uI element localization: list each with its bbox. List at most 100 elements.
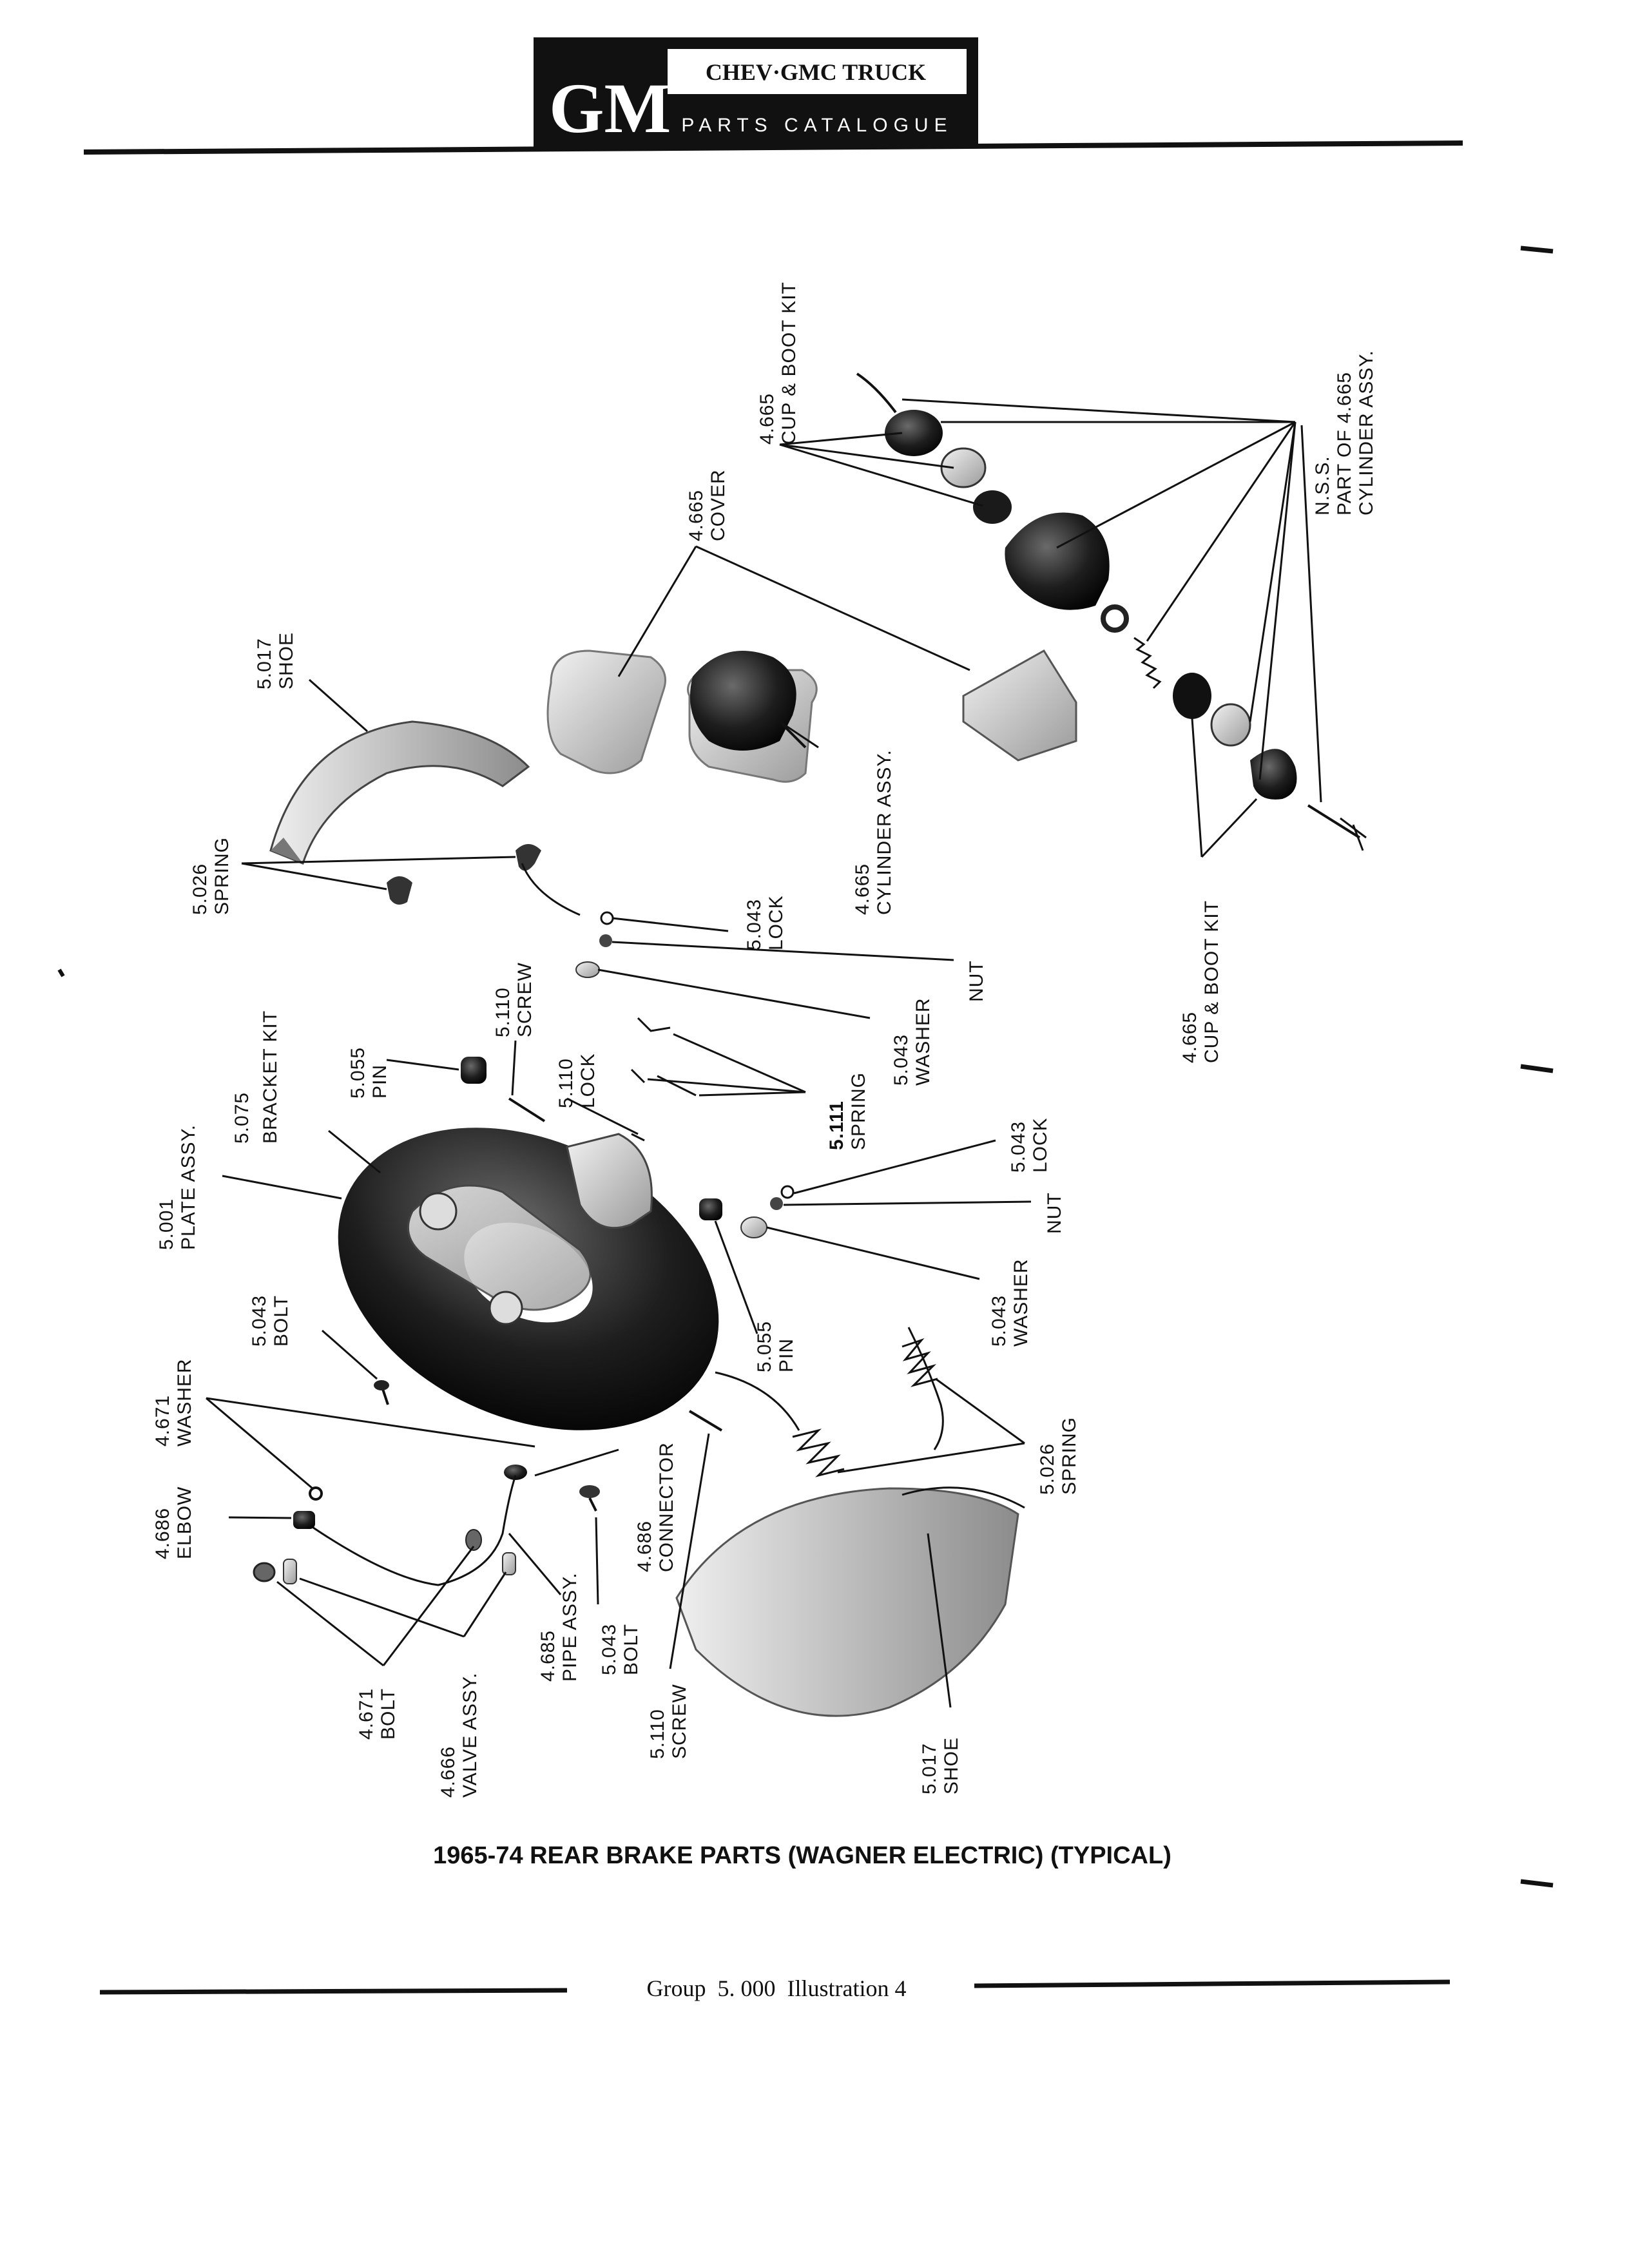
push-rod [1307,804,1361,839]
plate-boss-upper [566,1133,653,1229]
spring-bottom-hook [715,1371,800,1431]
svg-text:SHOE: SHOE [941,1737,962,1794]
label-screw-bottom: 5.110 SCREW [647,1684,690,1759]
svg-text:4.665: 4.665 [1179,1012,1200,1063]
page-footer: Group 5. 000 Illustration 4 [99,1975,1451,2001]
svg-text:5.043: 5.043 [988,1295,1010,1347]
spring-top-upper [516,844,541,871]
shoe-top-group [269,720,581,916]
svg-text:PART OF 4.665: PART OF 4.665 [1334,372,1355,515]
bleeder-rod [856,372,897,414]
label-pipe: 4.685 PIPE ASSY. [537,1572,581,1682]
label-valve: 4.666 VALVE ASSY. [438,1673,481,1798]
shoe-bottom-rim [901,1486,1025,1509]
bolt-043-head [374,1380,389,1390]
svg-text:SPRING: SPRING [848,1072,869,1150]
label-cover: 4.665 COVER [686,469,729,541]
label-washer-top: 5.043 WASHER [891,997,934,1086]
svg-text:4.685: 4.685 [537,1630,559,1682]
svg-text:5.026: 5.026 [1037,1443,1058,1495]
boot-bottom [1250,749,1297,800]
shoe-top-tip [271,838,303,863]
svg-text:CONNECTOR: CONNECTOR [656,1442,677,1572]
svg-text:5.110: 5.110 [647,1709,668,1759]
svg-text:LOCK: LOCK [766,895,787,950]
label-cup-boot-right: 4.665 CUP & BOOT KIT [1179,900,1222,1063]
spring-bottom-right-coil [901,1338,938,1387]
svg-text:5.001: 5.001 [156,1198,177,1250]
bolt-mid-part [579,1485,600,1498]
header-rule [83,140,1463,155]
gm-logo: GM [549,69,671,148]
label-bolt-671: 4.671 BOLT [356,1688,399,1740]
screw-top-part [508,1097,546,1122]
svg-text:BOLT: BOLT [271,1295,292,1347]
spring-111-b [630,1068,646,1084]
label-nss: N.S.S. PART OF 4.665 CYLINDER ASSY. [1312,350,1377,515]
svg-text:LOCK: LOCK [577,1053,599,1108]
header-title-panel [668,49,967,94]
svg-text:4.665: 4.665 [686,490,707,541]
spring-111-a [637,1017,671,1032]
svg-text:4.671: 4.671 [356,1688,377,1740]
cylinder-body-exploded [1005,512,1110,610]
spring-top-lower [387,876,412,905]
svg-text:4.686: 4.686 [634,1521,655,1572]
spring-top-hook [521,863,581,916]
svg-text:4.671: 4.671 [152,1395,173,1446]
label-spring-bottom: 5.026 SPRING [1037,1417,1080,1495]
label-spring-top: 5.026 SPRING [189,837,233,915]
label-bolt-043: 5.043 BOLT [249,1295,292,1347]
pipe-fitting [504,1465,527,1480]
part-labels: 4.665 CUP & BOOT KIT N.S.S. PART OF 4.66… [152,282,1377,1798]
svg-text:SCREW: SCREW [514,962,535,1037]
cup-top [973,490,1012,524]
svg-text:VALVE ASSY.: VALVE ASSY. [459,1673,481,1798]
label-washer-671: 4.671 WASHER [152,1358,195,1446]
svg-text:PLATE ASSY.: PLATE ASSY. [178,1124,199,1250]
cover-part [546,649,666,774]
label-screw-top: 5.110 SCREW [492,962,535,1037]
label-spring-111: 5.111 SPRING [826,1072,869,1150]
boot-top-1 [885,410,943,456]
footer-rule-left [99,1988,568,1995]
elbow-part [293,1511,315,1529]
backing-plate-group [338,1128,719,1430]
svg-text:N.S.S.: N.S.S. [1312,456,1333,515]
svg-text:COVER: COVER [708,469,729,541]
label-shoe-top: 5.017 SHOE [254,632,297,689]
label-lock-right: 5.043 LOCK [1008,1117,1051,1173]
svg-text:SCREW: SCREW [669,1684,690,1759]
leader-lines [206,398,1322,1708]
svg-text:SPRING: SPRING [1059,1417,1080,1495]
svg-text:5.043: 5.043 [744,899,765,950]
svg-text:CUP & BOOT KIT: CUP & BOOT KIT [778,282,800,445]
valve-part-3 [502,1552,516,1575]
label-cup-boot-top: 4.665 CUP & BOOT KIT [757,282,800,445]
svg-text:SPRING: SPRING [211,837,233,915]
spring-bottom-right [907,1327,944,1450]
valve-part-1 [283,1559,297,1584]
svg-text:NUT: NUT [966,960,987,1002]
footer-rule-right [974,1979,1451,1988]
illustration-caption: 1965-74 REAR BRAKE PARTS (WAGNER ELECTRI… [433,1842,1171,1869]
svg-text:4.666: 4.666 [438,1746,459,1798]
washer-671-part [309,1486,323,1501]
margin-marks [57,245,1554,1888]
cylinder-nipple [778,720,807,749]
footer-text: Group 5. 000 Illustration 4 [647,1975,907,2001]
lock-right-part [780,1185,795,1199]
svg-text:5.043: 5.043 [891,1034,912,1086]
cylinder-spring [1133,637,1162,689]
svg-text:5.055: 5.055 [754,1321,775,1372]
label-bolt-mid: 5.043 BOLT [599,1624,642,1675]
piston-bottom [1210,703,1251,747]
piston-top [940,447,987,488]
nut-top-part [599,934,612,947]
pin-mid-part [699,1198,722,1220]
valve-part-2 [465,1529,482,1551]
svg-text:5.110: 5.110 [555,1058,577,1108]
svg-text:5.043: 5.043 [249,1295,270,1347]
svg-text:5.055: 5.055 [347,1047,369,1099]
